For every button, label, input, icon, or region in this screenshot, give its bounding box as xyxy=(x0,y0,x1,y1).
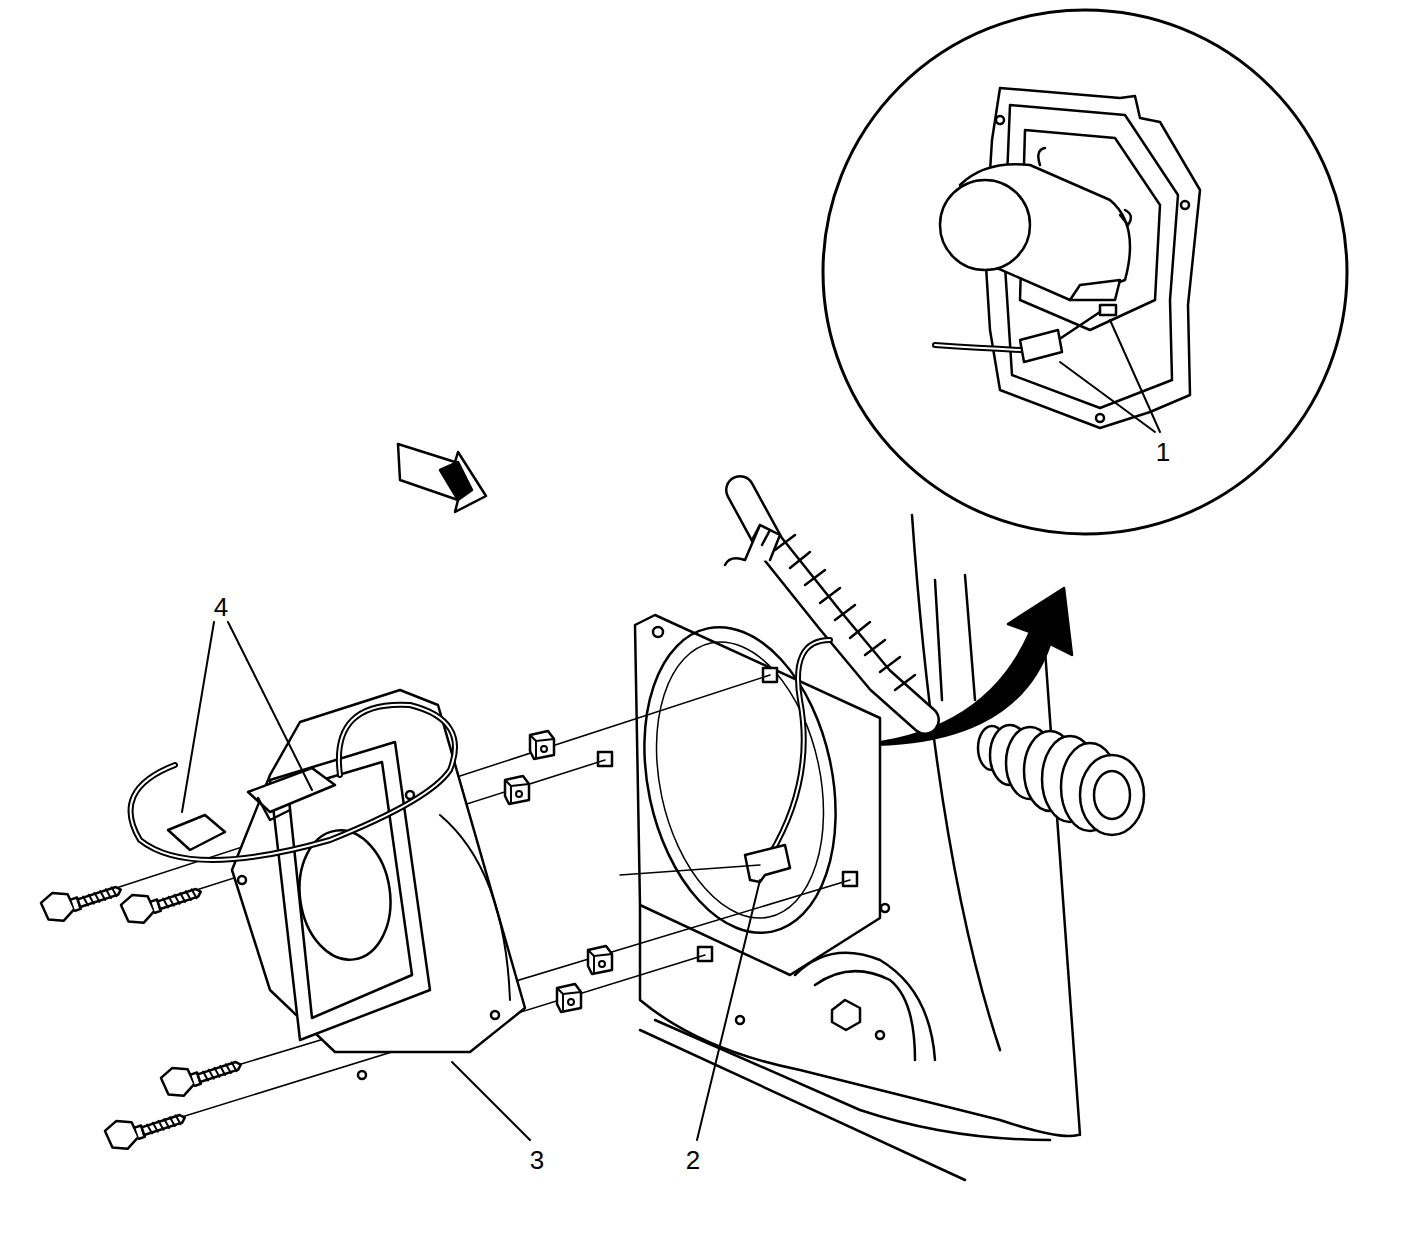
leader-line xyxy=(182,622,760,1140)
wire-harness xyxy=(725,490,925,882)
grommet xyxy=(978,725,1144,835)
detail-view xyxy=(823,10,1347,534)
clip-nut xyxy=(505,731,612,1012)
callout-number: 2 xyxy=(686,1147,700,1173)
callout-number: 4 xyxy=(214,594,228,620)
speaker-wire xyxy=(131,705,455,860)
assembly-lines xyxy=(110,675,850,1120)
callout-number: 1 xyxy=(1156,439,1170,465)
speaker-bracket xyxy=(232,690,525,1079)
callout-number: 3 xyxy=(530,1147,544,1173)
view-arrow xyxy=(398,444,486,512)
bolt xyxy=(39,872,244,1153)
